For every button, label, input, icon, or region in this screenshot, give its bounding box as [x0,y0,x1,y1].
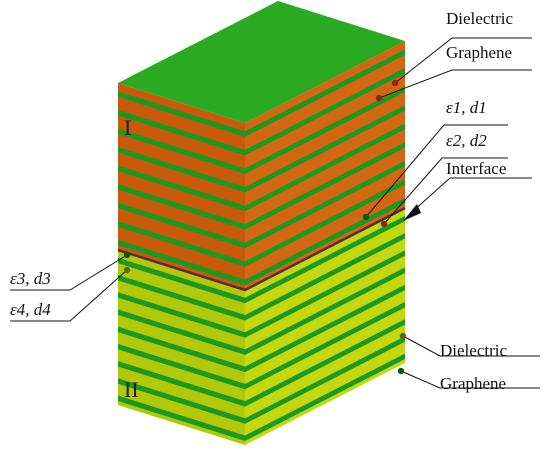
dot-eps1-d1 [362,213,370,221]
dot-graphene-top [375,94,383,102]
interface-line [117,206,406,292]
graphene-layer-region-1-side [245,160,405,249]
leader-eps1-d1 [365,124,508,218]
region-2-label: II [124,377,139,402]
layer-stack [117,1,406,445]
graphene-layer-region-2-front [118,309,245,355]
graphene-layer-region-2-side [245,336,405,424]
dot-eps2-d2 [380,220,388,228]
graphene-layer-region-1-front [118,91,245,137]
graphene-layer-region-2-front [118,257,245,304]
label-eps1-d1: ε1, d1 [446,98,487,117]
interface-arrow-icon [403,204,421,221]
graphene-layer-region-2-front [118,343,245,390]
top-face [118,1,405,123]
graphene-layer-region-1-front [118,147,245,193]
graphene-layer-region-1-front [118,109,245,156]
graphene-layer-region-2-side [245,284,405,373]
graphene-layer-region-2-side [245,353,405,442]
dot-dielectric-bottom [399,332,407,340]
graphene-layer-region-1-side [245,179,405,267]
leader-dielectric-top [394,37,532,84]
leader-eps4-d4 [10,269,128,322]
region-1-label: I [124,115,131,140]
graphene-layer-region-1-front [118,202,245,249]
graphene-layer-region-2-side [245,215,405,304]
graphene-layer-region-2-front [118,292,245,338]
graphene-layer-region-2-front [118,274,245,321]
graphene-layer-region-1-front [118,221,245,267]
graphene-layer-region-2-side [245,250,405,338]
graphene-layer-region-1-side [245,142,405,230]
graphene-layer-region-2-side [245,301,405,390]
leader-graphene-top [378,69,532,99]
label-graphene-top: Graphene [446,43,512,62]
graphene-layer-region-1-front [118,128,245,174]
label-graphene-bottom: Graphene [440,374,506,393]
dot-graphene-bottom [397,367,405,375]
graphene-layer-region-2-side [245,319,405,407]
label-interface: Interface [446,159,506,178]
graphene-layer-region-1-side [245,123,405,212]
graphene-layer-region-1-front [118,184,245,230]
dot-dielectric-top [391,79,399,87]
label-dielectric-top: Dielectric [446,9,513,28]
graphene-layer-region-2-front [118,326,245,373]
graphene-layer-region-1-side [245,49,405,137]
label-eps2-d2: ε2, d2 [446,131,487,150]
leader-eps2-d2 [383,157,508,225]
graphene-layer-region-1-side [245,67,405,156]
graphene-layer-region-1-side [245,105,405,193]
leader-graphene-bottom [400,370,540,389]
graphene-layer-region-2-side [245,267,405,355]
label-dielectric-bottom: Dielectric [440,341,507,360]
graphene-layer-region-2-front [118,395,245,442]
label-eps3-d3: ε3, d3 [10,269,51,288]
graphene-layer-region-2-side [245,232,405,321]
leader-interface [411,177,532,213]
graphene-layer-region-2-front [118,361,245,407]
dot-eps3-d3 [123,251,131,259]
graphene-layer-region-1-side [245,86,405,174]
label-eps4-d4: ε4, d4 [10,300,51,319]
graphene-layer-region-2-front [118,378,245,424]
leader-dielectric-bottom [402,335,540,357]
graphene-layer-region-1-front [118,165,245,212]
dot-eps4-d4 [123,266,131,274]
graphene-layer-region-1-front [118,239,245,286]
